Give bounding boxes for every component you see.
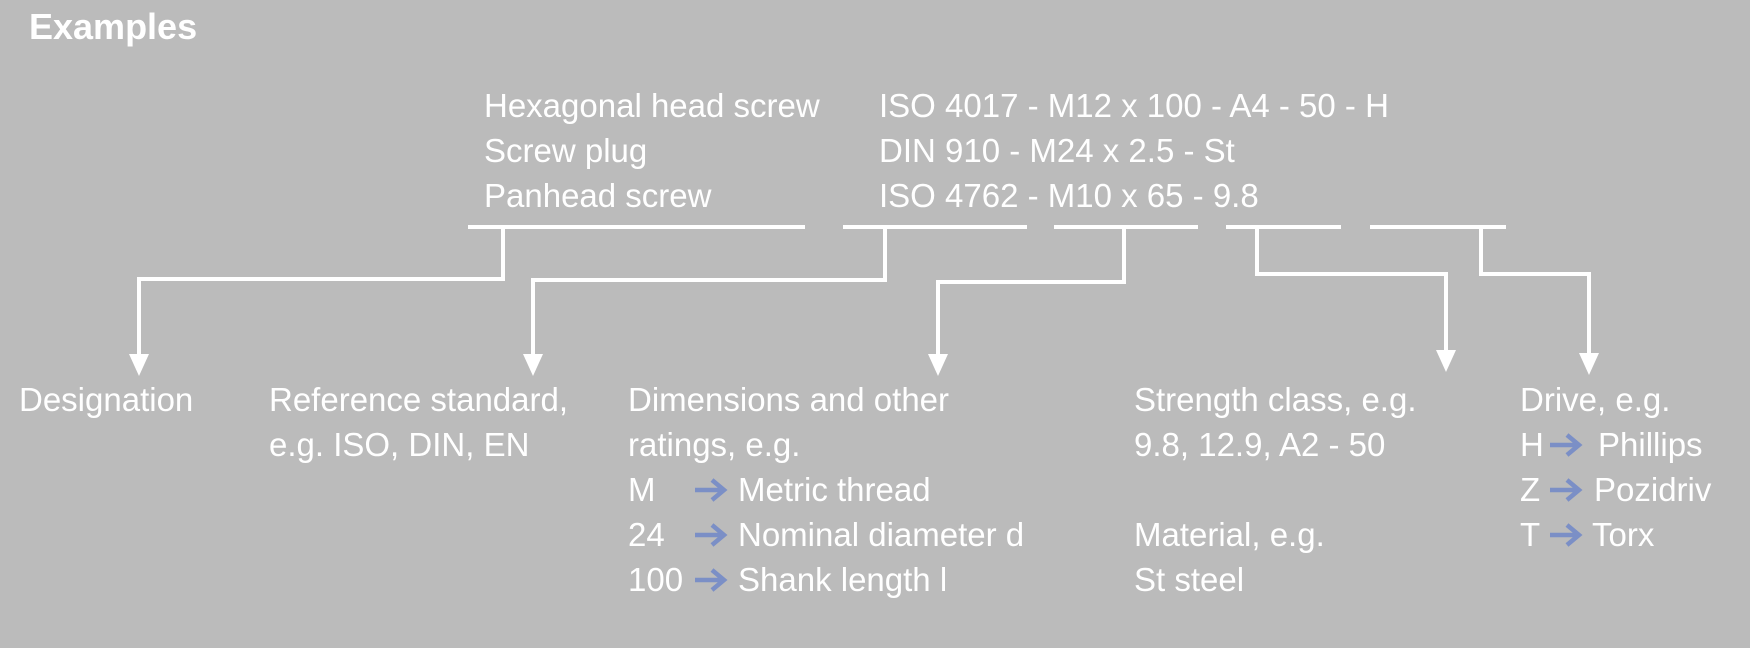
category-drive: Drive, e.g. H Phillips Z Pozidriv T Torx	[1520, 377, 1745, 557]
right-arrow-icon	[695, 523, 728, 547]
category-reference: Reference standard, e.g. ISO, DIN, EN	[269, 377, 568, 467]
drive-item: Z Pozidriv	[1520, 467, 1745, 512]
designation-label: Designation	[19, 381, 194, 418]
arrowhead-dimensions	[928, 354, 948, 376]
connector-strength	[1255, 227, 1448, 354]
drive-item-text: Phillips	[1598, 426, 1703, 463]
arrowhead-drive	[1579, 353, 1599, 375]
arrowhead-designation	[129, 354, 149, 376]
example-code-1: ISO 4017 - M12 x 100 - A4 - 50 - H	[879, 87, 1389, 124]
dimensions-item: 24 Nominal diameter d	[628, 512, 1048, 557]
dimensions-item: M Metric thread	[628, 467, 1048, 512]
right-arrow-icon	[695, 568, 728, 592]
dimensions-item-code: 100	[628, 561, 684, 598]
drive-item-text: Torx	[1592, 516, 1655, 553]
connector-dimensions	[936, 227, 1126, 363]
strength-line-2: 9.8, 12.9, A2 - 50	[1134, 426, 1386, 463]
right-arrow-icon	[1550, 433, 1583, 457]
example-code-3: ISO 4762 - M10 x 65 - 9.8	[879, 177, 1259, 214]
example-name-2: Screw plug	[484, 132, 648, 169]
dimensions-item-text: Nominal diameter d	[738, 516, 1025, 553]
dimensions-item-code: 24	[628, 516, 665, 553]
dimensions-item-code: M	[628, 471, 656, 508]
drive-label: Drive, e.g.	[1520, 381, 1671, 418]
category-designation: Designation	[19, 377, 193, 422]
connector-designation	[137, 227, 505, 363]
category-dimensions: Dimensions and other ratings, e.g. M Met…	[628, 377, 1048, 602]
drive-item-text: Pozidriv	[1594, 471, 1712, 508]
dimensions-item-text: Shank length l	[738, 561, 948, 598]
connector-reference	[531, 227, 887, 363]
right-arrow-icon	[1550, 523, 1583, 547]
dimensions-line-2: ratings, e.g.	[628, 426, 801, 463]
example-name-3: Panhead screw	[484, 177, 712, 214]
example-codes: ISO 4017 - M12 x 100 - A4 - 50 - H DIN 9…	[879, 83, 1389, 218]
strength-line-1: Strength class, e.g.	[1134, 381, 1417, 418]
reference-line-2: e.g. ISO, DIN, EN	[269, 426, 530, 463]
page-title: Examples	[29, 6, 198, 47]
reference-line-1: Reference standard,	[269, 381, 569, 418]
drive-item-code: Z	[1520, 471, 1541, 508]
dimensions-item: 100 Shank length l	[628, 557, 1048, 602]
dimensions-item-text: Metric thread	[738, 471, 931, 508]
category-strength: Strength class, e.g. 9.8, 12.9, A2 - 50 …	[1134, 377, 1416, 602]
drive-item: T Torx	[1520, 512, 1745, 557]
right-arrow-icon	[1550, 478, 1583, 502]
example-name-1: Hexagonal head screw	[484, 87, 820, 124]
drive-item-code: H	[1520, 426, 1544, 463]
material-label: Material, e.g.	[1134, 516, 1325, 553]
arrowhead-reference	[523, 354, 543, 376]
material-value: St steel	[1134, 561, 1245, 598]
example-code-2: DIN 910 - M24 x 2.5 - St	[879, 132, 1235, 169]
drive-item-code: T	[1520, 516, 1541, 553]
dimensions-line-1: Dimensions and other	[628, 381, 950, 418]
connector-drive	[1479, 227, 1591, 357]
strength-spacer	[1134, 467, 1416, 512]
example-names: Hexagonal head screw Screw plug Panhead …	[484, 83, 820, 218]
arrowhead-strength	[1436, 350, 1456, 372]
right-arrow-icon	[695, 478, 728, 502]
drive-item: H Phillips	[1520, 422, 1745, 467]
